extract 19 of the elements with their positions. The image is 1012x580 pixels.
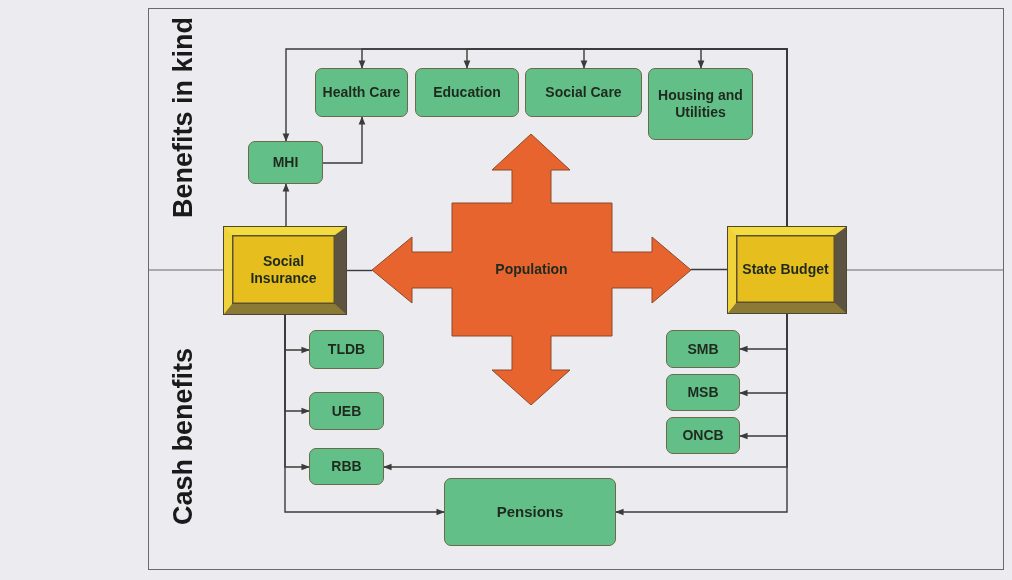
benefit-box: Pensions <box>444 478 616 546</box>
benefit-box: Social Care <box>525 68 642 117</box>
benefit-box: Housing and Utilities <box>648 68 753 140</box>
funding-source-box: Social Insurance <box>224 227 346 314</box>
connector-arrow <box>697 48 788 228</box>
benefit-box: RBB <box>309 448 384 485</box>
benefit-box: MHI <box>248 141 323 184</box>
section-label: Cash benefits <box>167 347 199 528</box>
funding-source-box: State Budget <box>728 227 846 313</box>
benefit-box: Education <box>415 68 519 117</box>
benefit-box: UEB <box>309 392 384 430</box>
benefit-box: ONCB <box>666 417 740 454</box>
connector-arrow <box>322 116 366 164</box>
benefit-box: SMB <box>666 330 740 368</box>
benefit-box: MSB <box>666 374 740 411</box>
benefit-box: Health Care <box>315 68 408 117</box>
section-label: Benefits in kind <box>167 16 199 220</box>
connector-arrow <box>282 183 290 228</box>
benefit-box: TLDB <box>309 330 384 369</box>
